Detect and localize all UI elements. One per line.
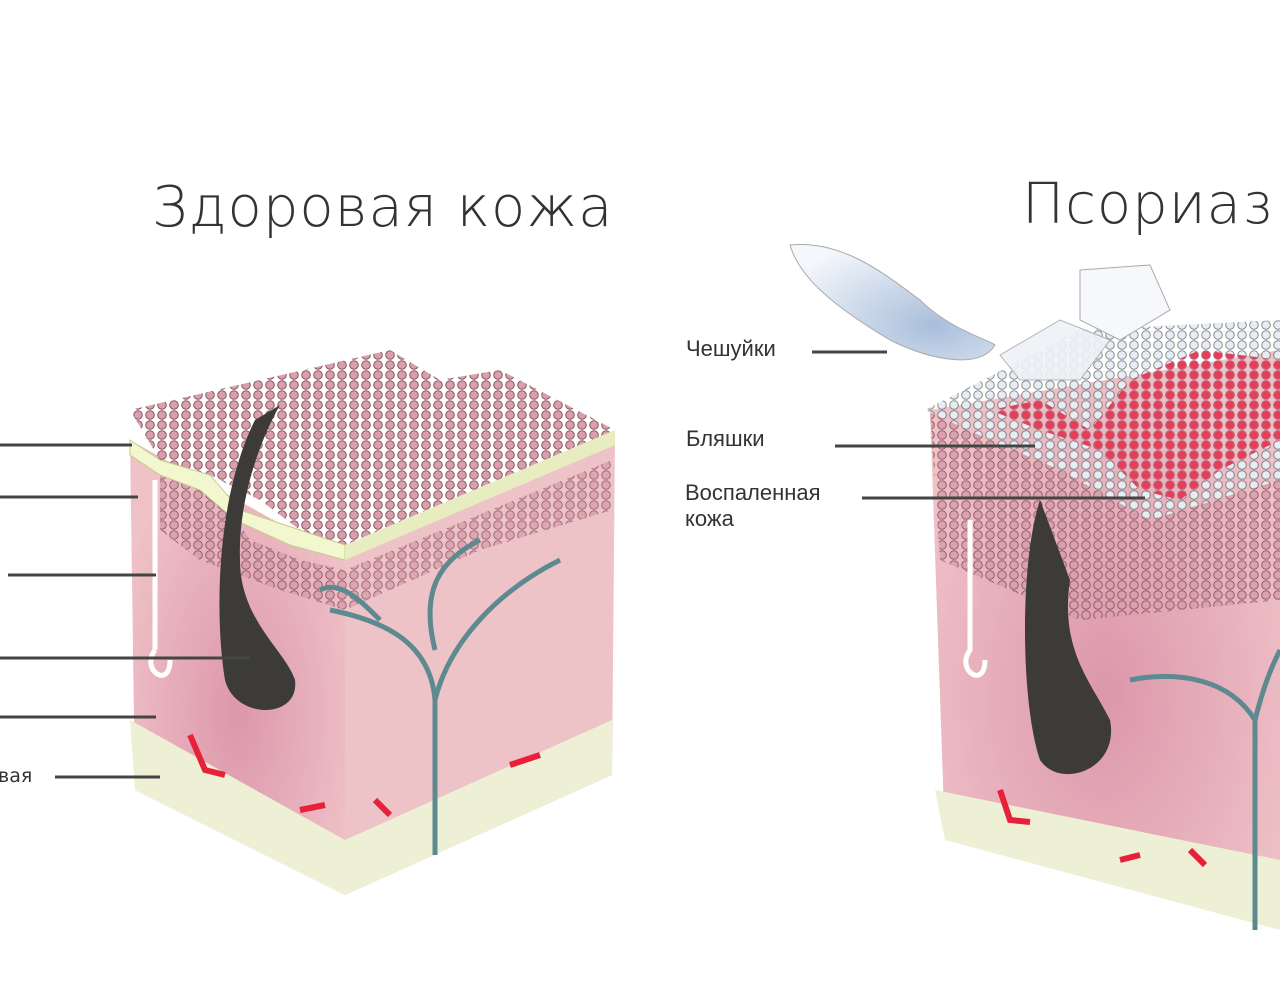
healthy-skin-title: Здоровая кожа [152,175,614,240]
psoriasis-leader-lines [812,350,1145,500]
psoriasis-title: Псориаз [1022,172,1274,237]
psoriasis-skin-block [789,243,1280,930]
label-partial-subcutaneous: вая [0,765,33,787]
label-scales: Чешуйки [686,336,776,361]
label-plaques: Бляшки [686,426,765,451]
healthy-leader-lines [0,443,250,779]
label-inflamed-line1: Воспаленная [685,480,821,505]
label-inflamed-skin: Воспаленная кожа [685,480,821,532]
healthy-skin-block [129,350,615,895]
label-inflamed-line2: кожа [685,506,734,531]
